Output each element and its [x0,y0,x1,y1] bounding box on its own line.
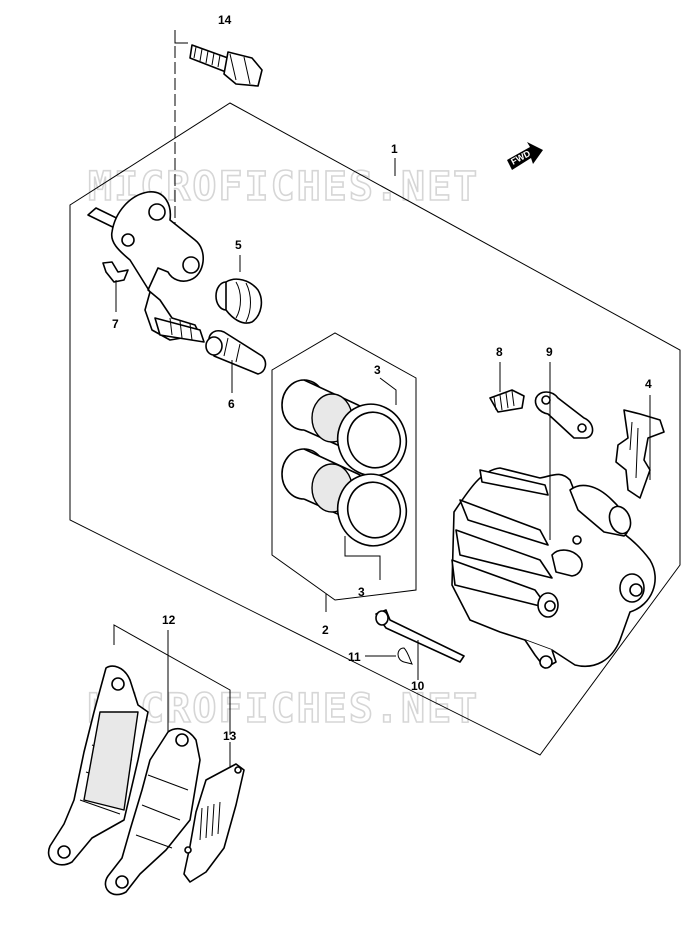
seal-upper-part-3 [336,403,408,477]
callout-3-upper: 3 [374,363,381,377]
callout-6: 6 [228,397,235,411]
seal-lower-part-3 [336,473,408,547]
shim-part-13 [183,763,245,883]
callout-9: 9 [546,345,553,359]
caliper-bracket [87,191,205,343]
callout-5: 5 [235,238,242,252]
callout-10: 10 [411,679,425,693]
callout-7: 7 [112,317,119,331]
callout-14: 14 [218,13,232,27]
pin-part-10 [375,609,465,663]
piston-group-outline [271,332,417,601]
leader-14 [174,30,188,44]
spring-part-4 [615,409,665,499]
leader-3b [344,536,381,580]
pin-part-6 [205,330,267,375]
callout-12: 12 [162,613,176,627]
brake-pad-right-part-12 [104,727,201,896]
callout-1: 1 [391,142,398,156]
callout-4: 4 [645,377,652,391]
boot-part-5 [215,278,263,324]
fwd-arrow-icon: FWD [507,142,543,170]
bolt-part-14 [189,44,263,87]
leader-3a [379,377,397,405]
callout-3-lower: 3 [358,585,365,599]
assembly-outline [69,102,681,756]
bleeder-part-8 [489,389,525,413]
clip-part-11 [397,647,413,665]
callout-8: 8 [496,345,503,359]
brake-pad-left-part-12 [47,665,149,866]
link-part-9 [534,391,594,439]
leader-12-bracket [113,624,231,735]
callout-2: 2 [322,623,329,637]
callout-13: 13 [223,729,237,743]
caliper-body [451,467,656,669]
watermark-bottom: MICROFICHES.NET [88,686,479,732]
clip-part-7 [102,261,129,283]
callout-11: 11 [348,650,361,664]
